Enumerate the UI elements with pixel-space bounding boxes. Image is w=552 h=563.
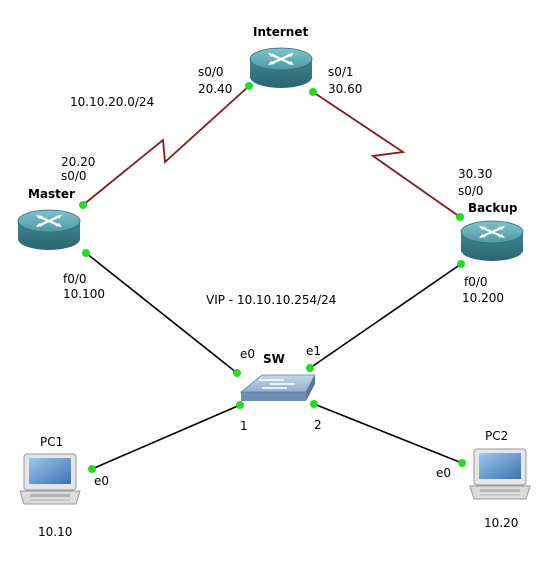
- backup-f00-address: 10.200: [462, 291, 504, 305]
- pc2-interface-label: e0: [436, 466, 452, 480]
- port-dot: [79, 201, 87, 209]
- port-dot: [457, 260, 465, 268]
- master-f00-interface: f0/0: [63, 272, 87, 286]
- backup-label: Backup: [468, 201, 518, 215]
- ethernet-link-pc2-sw: [313, 403, 463, 464]
- master-s00-address: 20.20: [61, 155, 96, 169]
- switch-port-2-label: 2: [314, 418, 322, 432]
- pc1-icon[interactable]: [19, 453, 81, 505]
- switch-port-1-label: 1: [240, 419, 248, 433]
- master-s00-interface: s0/0: [61, 169, 87, 183]
- ethernet-link-backup-sw: [309, 263, 462, 369]
- ethernet-link-master-sw: [85, 252, 238, 374]
- master-label: Master: [28, 187, 75, 201]
- ethernet-link-pc1-sw: [91, 404, 241, 470]
- backup-f00-interface: f0/0: [464, 275, 488, 289]
- pc1-address: 10.10: [38, 525, 73, 539]
- pc2-icon[interactable]: [469, 448, 531, 500]
- internet-s01-interface: s0/1: [328, 65, 354, 79]
- port-dot: [309, 88, 317, 96]
- port-dot: [236, 401, 244, 409]
- port-dot: [233, 369, 241, 377]
- wan-network-label: 10.10.20.0/24: [70, 95, 155, 109]
- serial-link-internet-backup: [312, 91, 461, 218]
- switch-icon[interactable]: [239, 374, 316, 401]
- master-router-icon[interactable]: [16, 208, 82, 252]
- vip-label: VIP - 10.10.10.254/24: [206, 293, 337, 307]
- master-f00-address: 10.100: [63, 287, 105, 301]
- port-dot: [310, 400, 318, 408]
- internet-s01-address: 30.60: [328, 82, 363, 96]
- port-dot: [82, 249, 90, 257]
- switch-e0-label: e0: [240, 347, 256, 361]
- port-dot: [245, 82, 253, 90]
- pc1-label: PC1: [40, 435, 64, 449]
- internet-s00-interface: s0/0: [198, 65, 224, 79]
- switch-e1-label: e1: [306, 344, 322, 358]
- internet-s00-address: 20.40: [198, 82, 233, 96]
- internet-router-icon[interactable]: [248, 46, 314, 90]
- internet-label: Internet: [253, 25, 309, 39]
- serial-link-master-internet: [82, 85, 250, 206]
- pc1-interface-label: e0: [94, 474, 110, 488]
- backup-s00-address: 30.30: [458, 167, 493, 181]
- port-dot: [458, 459, 466, 467]
- switch-label: SW: [263, 352, 285, 366]
- port-dot: [456, 213, 464, 221]
- port-dot: [88, 465, 96, 473]
- backup-router-icon[interactable]: [459, 219, 525, 263]
- pc2-label: PC2: [485, 429, 509, 443]
- pc2-address: 10.20: [484, 516, 519, 530]
- backup-s00-interface: s0/0: [458, 184, 484, 198]
- port-dot: [306, 364, 314, 372]
